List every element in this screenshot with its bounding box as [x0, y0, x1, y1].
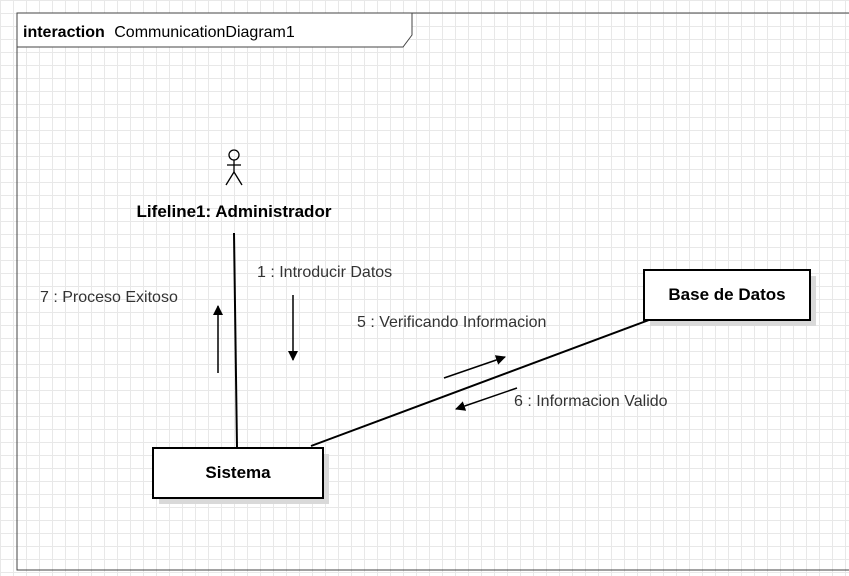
sistema-label: Sistema — [205, 463, 271, 482]
actor-lifeline[interactable]: Lifeline1: Administrador — [137, 149, 332, 221]
sistema-box — [152, 447, 324, 499]
message-7-label: 7 : Proceso Exitoso — [40, 289, 178, 306]
message-1-label: 1 : Introducir Datos — [257, 264, 392, 281]
actor-sistema-link[interactable] — [233, 232, 238, 449]
message-5[interactable]: 5 : Verificando Informacion — [357, 314, 546, 379]
actor-label: Lifeline1: Administrador — [137, 202, 332, 221]
sistema-base-link[interactable] — [310, 319, 650, 447]
svg-text:interaction Communicatio: interaction CommunicationDiagram1 — [23, 24, 295, 41]
message-6-label: 6 : Informacion Valido — [514, 393, 668, 410]
message-5-label: 5 : Verificando Informacion — [357, 314, 546, 331]
message-6-arrow-icon — [455, 387, 518, 411]
base-de-datos-lifeline[interactable]: Base de Datos — [643, 269, 816, 326]
interaction-frame[interactable]: interaction CommunicationDiagram1 — [16, 12, 849, 571]
base-box — [643, 269, 811, 321]
message-7[interactable]: 7 : Proceso Exitoso — [40, 289, 223, 373]
frame-name: CommunicationDiagram1 — [114, 24, 295, 41]
frame-tab — [16, 12, 413, 48]
message-5-arrow-icon — [443, 355, 506, 379]
message-6[interactable]: 6 : Informacion Valido — [455, 387, 668, 411]
sistema-lifeline[interactable]: Sistema — [152, 447, 329, 504]
frame-keyword: interaction — [23, 24, 105, 41]
message-1[interactable]: 1 : Introducir Datos — [257, 264, 392, 361]
frame-border — [16, 12, 849, 571]
stick-figure-icon — [225, 149, 243, 186]
base-de-datos-label: Base de Datos — [668, 285, 785, 304]
